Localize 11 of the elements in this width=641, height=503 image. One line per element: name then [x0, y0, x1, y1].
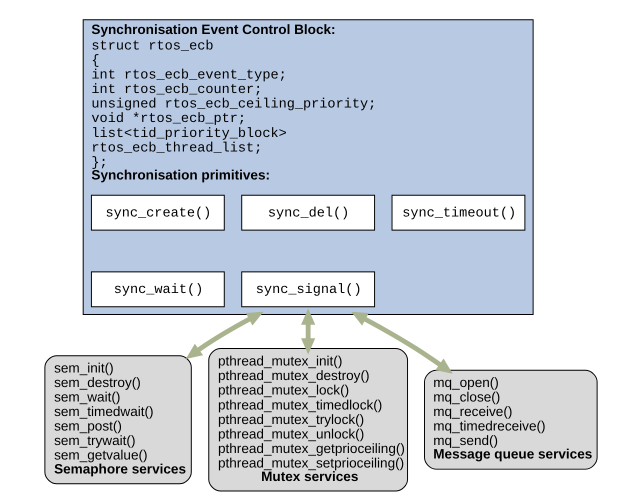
node-box: sync_create() — [90, 194, 224, 231]
arrow — [185, 312, 263, 359]
node-box: sem_init() sem_destroy() sem_wait() sem_timedwait() sem_post() sem_trywait() sem_getvalue() Semaphore services — [44, 355, 192, 484]
node-box: sync_wait() — [90, 271, 224, 308]
node-box: pthread_mutex_init() pthread_mutex_destroy() pthread_mutex_lock() pthread_mutex_timedlock() pthread_mutex_trylock() pthread_mutex_unlock() pthread_mutex_getprioceiling() pthread_mutex_setprioceiling() Mutex services — [208, 348, 408, 492]
node-box: sync_timeout() — [391, 194, 525, 231]
node-box: sync_del() — [240, 194, 375, 231]
node-box: mq_open() mq_close() mq_receive() mq_timedreceive() mq_send() Message queue services — [424, 370, 598, 470]
arrow — [350, 312, 452, 374]
arrow — [300, 308, 315, 354]
node-box: sync_signal() — [240, 271, 375, 308]
